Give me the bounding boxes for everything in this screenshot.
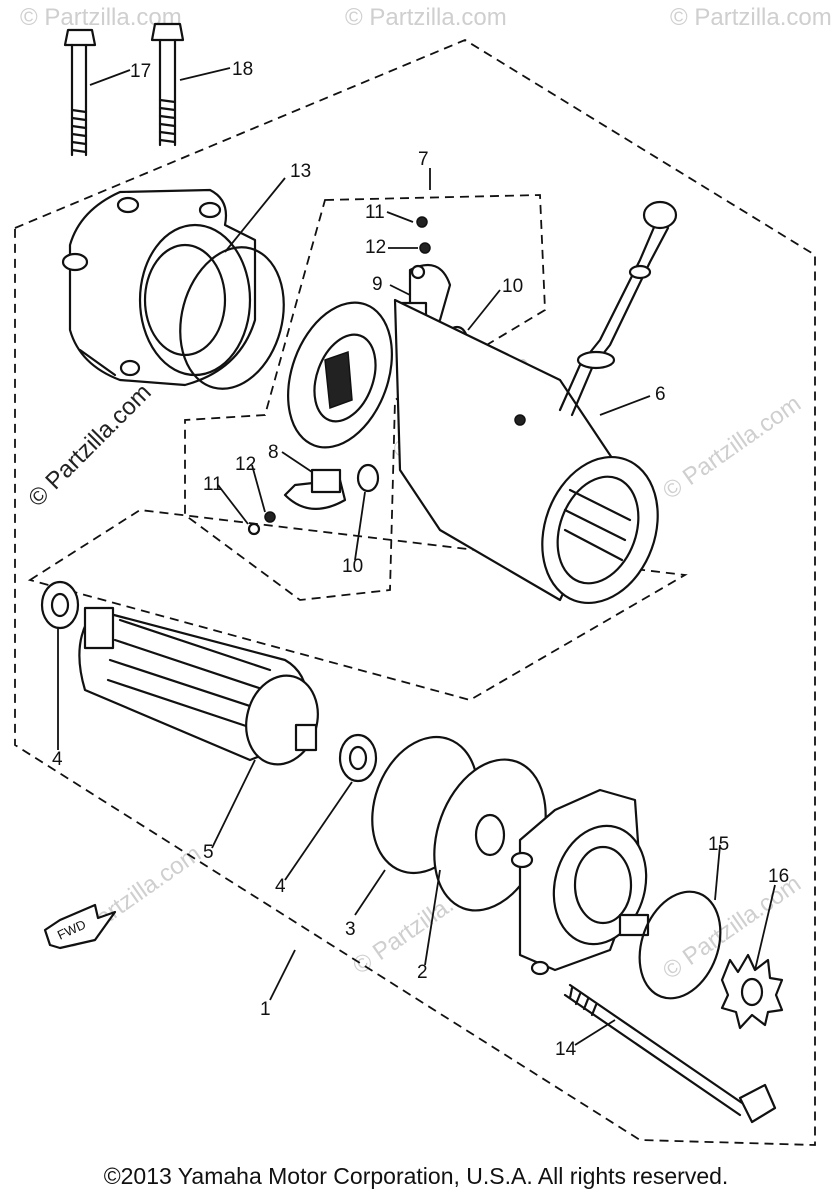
spring-10-lower (356, 463, 380, 493)
washer-4-left-hole (50, 592, 70, 618)
callout-5: 5 (203, 842, 214, 863)
washer-4-right (338, 733, 378, 783)
yoke-boundary (27, 509, 688, 701)
callout-4-right: 4 (275, 876, 286, 897)
armature (78, 606, 319, 766)
o-ring-13 (179, 246, 285, 390)
through-bolt-17 (63, 28, 97, 157)
lead-wire (558, 200, 678, 417)
brush-plate (287, 301, 393, 449)
callout-2: 2 (417, 962, 428, 983)
callout-12-lower: 12 (235, 454, 256, 475)
rear-cover (61, 188, 257, 387)
callout-12-upper: 12 (365, 237, 386, 258)
copyright-notice: ©2013 Yamaha Motor Corporation, U.S.A. A… (104, 1163, 729, 1189)
callout-14: 14 (555, 1039, 577, 1060)
watermark-faint: © Partzilla.com (345, 4, 507, 31)
callout-11-lower: 11 (203, 474, 223, 495)
callout-10-lower: 10 (342, 556, 363, 577)
assembly-boundary (14, 38, 816, 1146)
watermark-faint: © Partzilla.com (658, 390, 806, 505)
brush-holder-lower (247, 468, 347, 536)
long-bolt-14 (563, 983, 777, 1124)
washer-4-right-hole (348, 745, 368, 771)
brush-set-boundary (184, 194, 546, 601)
through-bolt-18 (150, 22, 185, 147)
pinion-gear (720, 953, 784, 1030)
callout-16: 16 (768, 866, 789, 887)
callout-13: 13 (290, 161, 311, 182)
leader-lines (57, 67, 776, 1046)
callout-6: 6 (655, 384, 666, 405)
fwd-arrow: FWD (43, 903, 117, 950)
callout-17: 17 (130, 61, 151, 82)
yoke (393, 298, 659, 605)
watermark-faint: © Partzilla.com (670, 4, 832, 31)
callout-11-upper: 11 (365, 202, 385, 223)
watermark-side: © Partzilla.com (23, 379, 156, 512)
callout-9: 9 (372, 274, 383, 295)
callout-10-upper: 10 (502, 276, 523, 297)
o-ring-15 (638, 890, 722, 1000)
callout-15: 15 (708, 834, 729, 855)
front-cover (510, 788, 650, 976)
callout-7: 7 (418, 149, 429, 170)
callout-3: 3 (345, 919, 356, 940)
washer-4-left (40, 580, 80, 630)
callout-1: 1 (260, 999, 271, 1020)
callout-8: 8 (268, 442, 279, 463)
callout-labels: 17 18 13 7 11 12 9 10 6 8 12 11 10 4 5 4… (52, 59, 789, 1060)
callout-4-left: 4 (52, 749, 63, 770)
callout-18: 18 (232, 59, 253, 80)
